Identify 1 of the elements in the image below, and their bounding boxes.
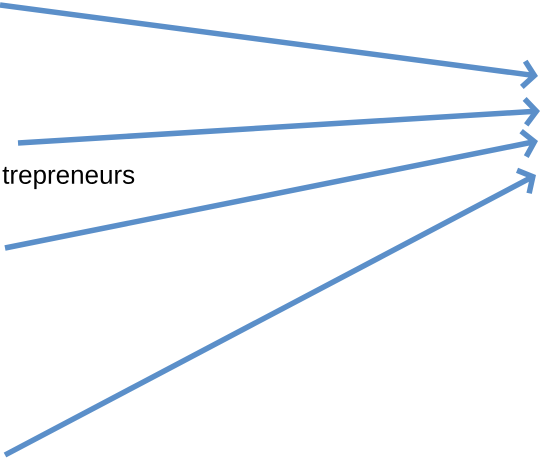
label-text: trepreneurs xyxy=(2,166,134,190)
